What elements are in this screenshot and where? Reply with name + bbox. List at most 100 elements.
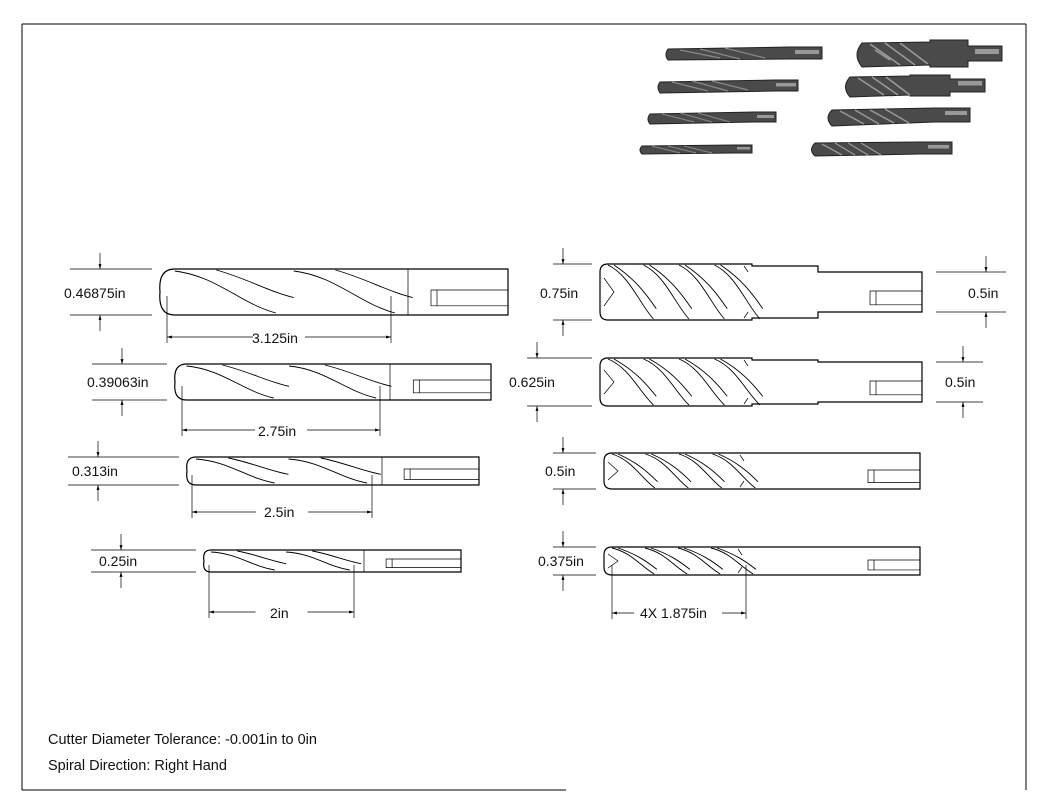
flute-curve <box>288 365 377 399</box>
preview-bit-6 <box>845 74 986 98</box>
preview-bit-7 <box>827 107 971 127</box>
dim-left-3-length: 2.5in <box>264 504 294 520</box>
flute-curve <box>611 453 656 489</box>
flute-curve <box>222 364 290 387</box>
preview-bit-3 <box>647 111 777 125</box>
flute-curve <box>678 453 723 489</box>
dim-right-2-diameter: 0.625in <box>509 374 555 390</box>
shank-flat <box>869 290 922 306</box>
dim-right-2-shank: 0.5in <box>945 374 975 390</box>
preview-bit-4 <box>639 144 753 155</box>
flute-curve <box>617 453 658 483</box>
preview-bit-8 <box>811 141 953 157</box>
left-bit-4 <box>91 534 462 618</box>
shank-flat <box>412 379 491 394</box>
dim-left-1-diameter: 0.46875in <box>64 285 126 301</box>
flute-curve <box>678 358 725 406</box>
right-bit-1 <box>553 248 1006 336</box>
cutter-outline <box>603 452 921 490</box>
flute-curve <box>286 551 350 571</box>
right-bit-views <box>527 248 1006 619</box>
flute-curve <box>720 358 764 397</box>
spiral-note: Spiral Direction: Right Hand <box>48 758 227 774</box>
dim-right-1-diameter: 0.75in <box>540 285 578 301</box>
dim-right-4-length: 4X 1.875in <box>640 605 707 621</box>
left-bit-views <box>68 253 509 618</box>
flute-curve <box>607 358 654 406</box>
flute-curve <box>720 264 764 310</box>
right-bit-2 <box>527 342 983 422</box>
left-bit-3 <box>68 441 480 518</box>
shank-flat <box>385 558 461 568</box>
dim-right-1-shank: 0.5in <box>968 285 998 301</box>
cutter-outline <box>599 263 923 321</box>
flute-curve <box>324 364 392 387</box>
shank-flat <box>403 468 479 480</box>
flute-curve <box>714 358 761 406</box>
flute-curve <box>684 453 725 483</box>
flute-curve <box>312 550 362 565</box>
shank-flat <box>867 469 920 483</box>
flute-curve <box>644 547 688 575</box>
flute-curve <box>617 547 658 570</box>
cutter-outline <box>603 546 921 576</box>
dim-right-3-diameter: 0.5in <box>545 463 575 479</box>
bit-outline <box>159 268 509 316</box>
shank-flat <box>867 559 920 571</box>
left-bit-2 <box>92 348 492 436</box>
shank-flat <box>869 380 922 396</box>
dim-left-3-diameter: 0.313in <box>72 463 118 479</box>
dim-left-2-diameter: 0.39063in <box>87 374 149 390</box>
cutter-outline <box>599 357 923 407</box>
flute-curve <box>228 457 289 475</box>
flute-curve <box>237 550 287 565</box>
flute-curve <box>174 270 276 314</box>
flute-curve <box>683 547 724 570</box>
flute-curve <box>714 264 761 320</box>
flute-curve <box>649 358 693 397</box>
left-bit-1 <box>70 253 509 343</box>
preview-bit-1 <box>665 46 823 61</box>
flute-curve <box>643 264 690 320</box>
flute-curve <box>649 264 693 310</box>
flute-curve <box>710 547 754 575</box>
flute-curve <box>216 269 294 298</box>
flute-curve <box>684 358 728 397</box>
preview-bit-2 <box>657 79 799 94</box>
shank-flat <box>430 289 508 307</box>
tolerance-note: Cutter Diameter Tolerance: -0.001in to 0… <box>48 732 317 748</box>
dim-left-4-length: 2in <box>270 605 289 621</box>
flute-curve <box>651 453 692 483</box>
dim-left-2-length: 2.75in <box>258 423 296 439</box>
dim-right-4-diameter: 0.375in <box>538 553 584 569</box>
flute-curve <box>645 453 689 489</box>
dim-left-1-length: 3.125in <box>252 330 298 346</box>
flute-curve <box>320 457 382 475</box>
right-bit-3 <box>553 437 921 505</box>
right-bit-4 <box>553 531 921 619</box>
isometric-preview <box>639 39 1003 157</box>
preview-bit-5 <box>856 39 1003 68</box>
flute-curve <box>611 547 655 575</box>
flute-curve <box>678 264 725 320</box>
bit-outline <box>174 363 492 401</box>
flute-curve <box>677 547 721 575</box>
flute-curve <box>613 264 657 310</box>
flute-curve <box>607 264 654 320</box>
flute-curve <box>186 365 274 399</box>
sheet-border <box>21 23 1027 791</box>
flute-curve <box>716 547 757 570</box>
bit-outline <box>203 549 462 573</box>
flute-curve <box>643 358 690 406</box>
flute-curve <box>684 264 728 310</box>
flute-curve <box>613 358 657 397</box>
flute-curve <box>335 269 413 298</box>
dimension-labels: 0.46875in 3.125in 0.39063in 2.75in 0.313… <box>64 285 998 621</box>
flute-curve <box>293 270 395 314</box>
dim-left-4-diameter: 0.25in <box>99 553 137 569</box>
flute-curve <box>195 458 275 484</box>
flute-curve <box>650 547 691 570</box>
flute-curve <box>288 458 368 484</box>
flute-curve <box>712 453 756 489</box>
